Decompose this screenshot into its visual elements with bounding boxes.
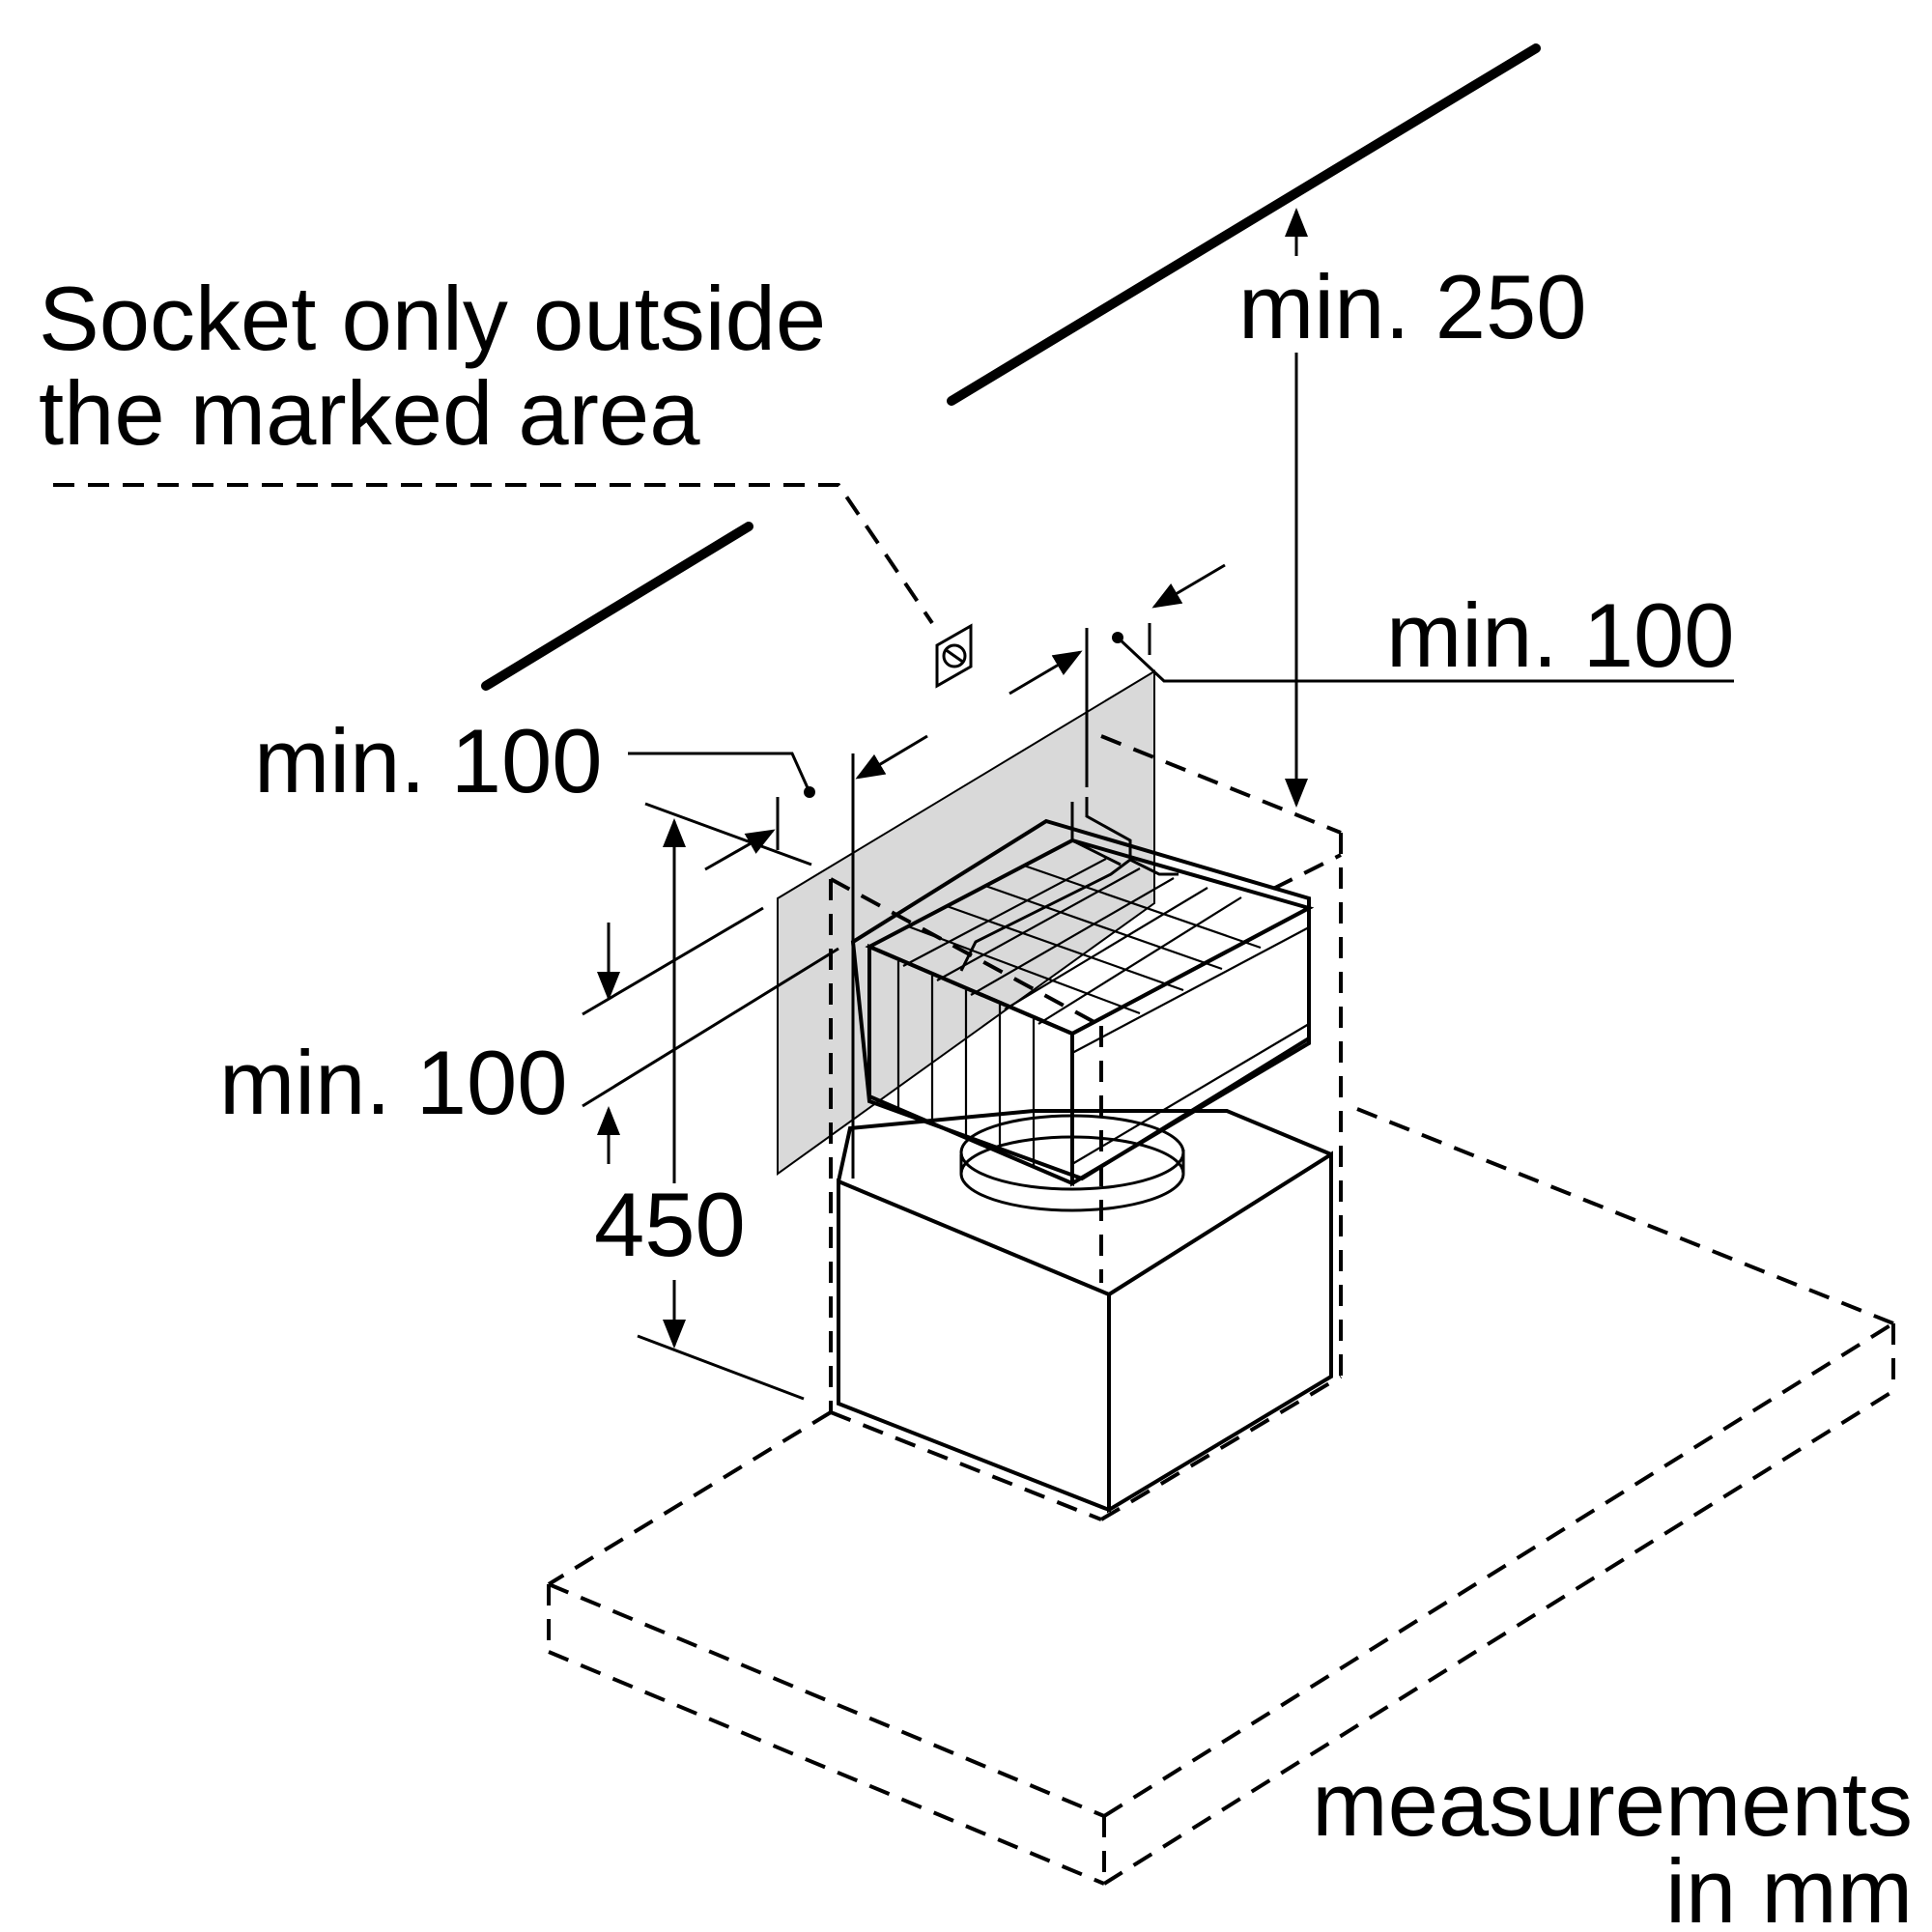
dim-lower-left-label: min. 100	[219, 1032, 568, 1133]
socket-icon	[935, 623, 973, 689]
ceiling-edge-line	[947, 43, 1541, 406]
dim-left-min-100	[628, 734, 928, 1179]
marked-area	[777, 669, 1155, 1176]
dim-height-label: 450	[594, 1174, 746, 1275]
dim-top-right-label: min. 250	[1238, 256, 1587, 357]
dim-right-side-label: min. 100	[1386, 584, 1735, 686]
dim-450	[637, 802, 812, 1401]
base-box	[837, 1109, 1333, 1514]
hood-outline-dashed	[547, 734, 1895, 1886]
filter-module	[850, 797, 1315, 1187]
units-line1: measurements	[1312, 1753, 1913, 1855]
socket-note-line1: Socket only outside	[39, 268, 826, 369]
socket-note-line2: the marked area	[39, 362, 700, 464]
socket-leader-line	[53, 483, 934, 625]
dim-left-side-label: min. 100	[254, 710, 603, 811]
wall-edge-line	[481, 522, 753, 691]
units-line2: in mm	[1665, 1840, 1913, 1932]
dim-right-min-100	[1009, 563, 1734, 787]
